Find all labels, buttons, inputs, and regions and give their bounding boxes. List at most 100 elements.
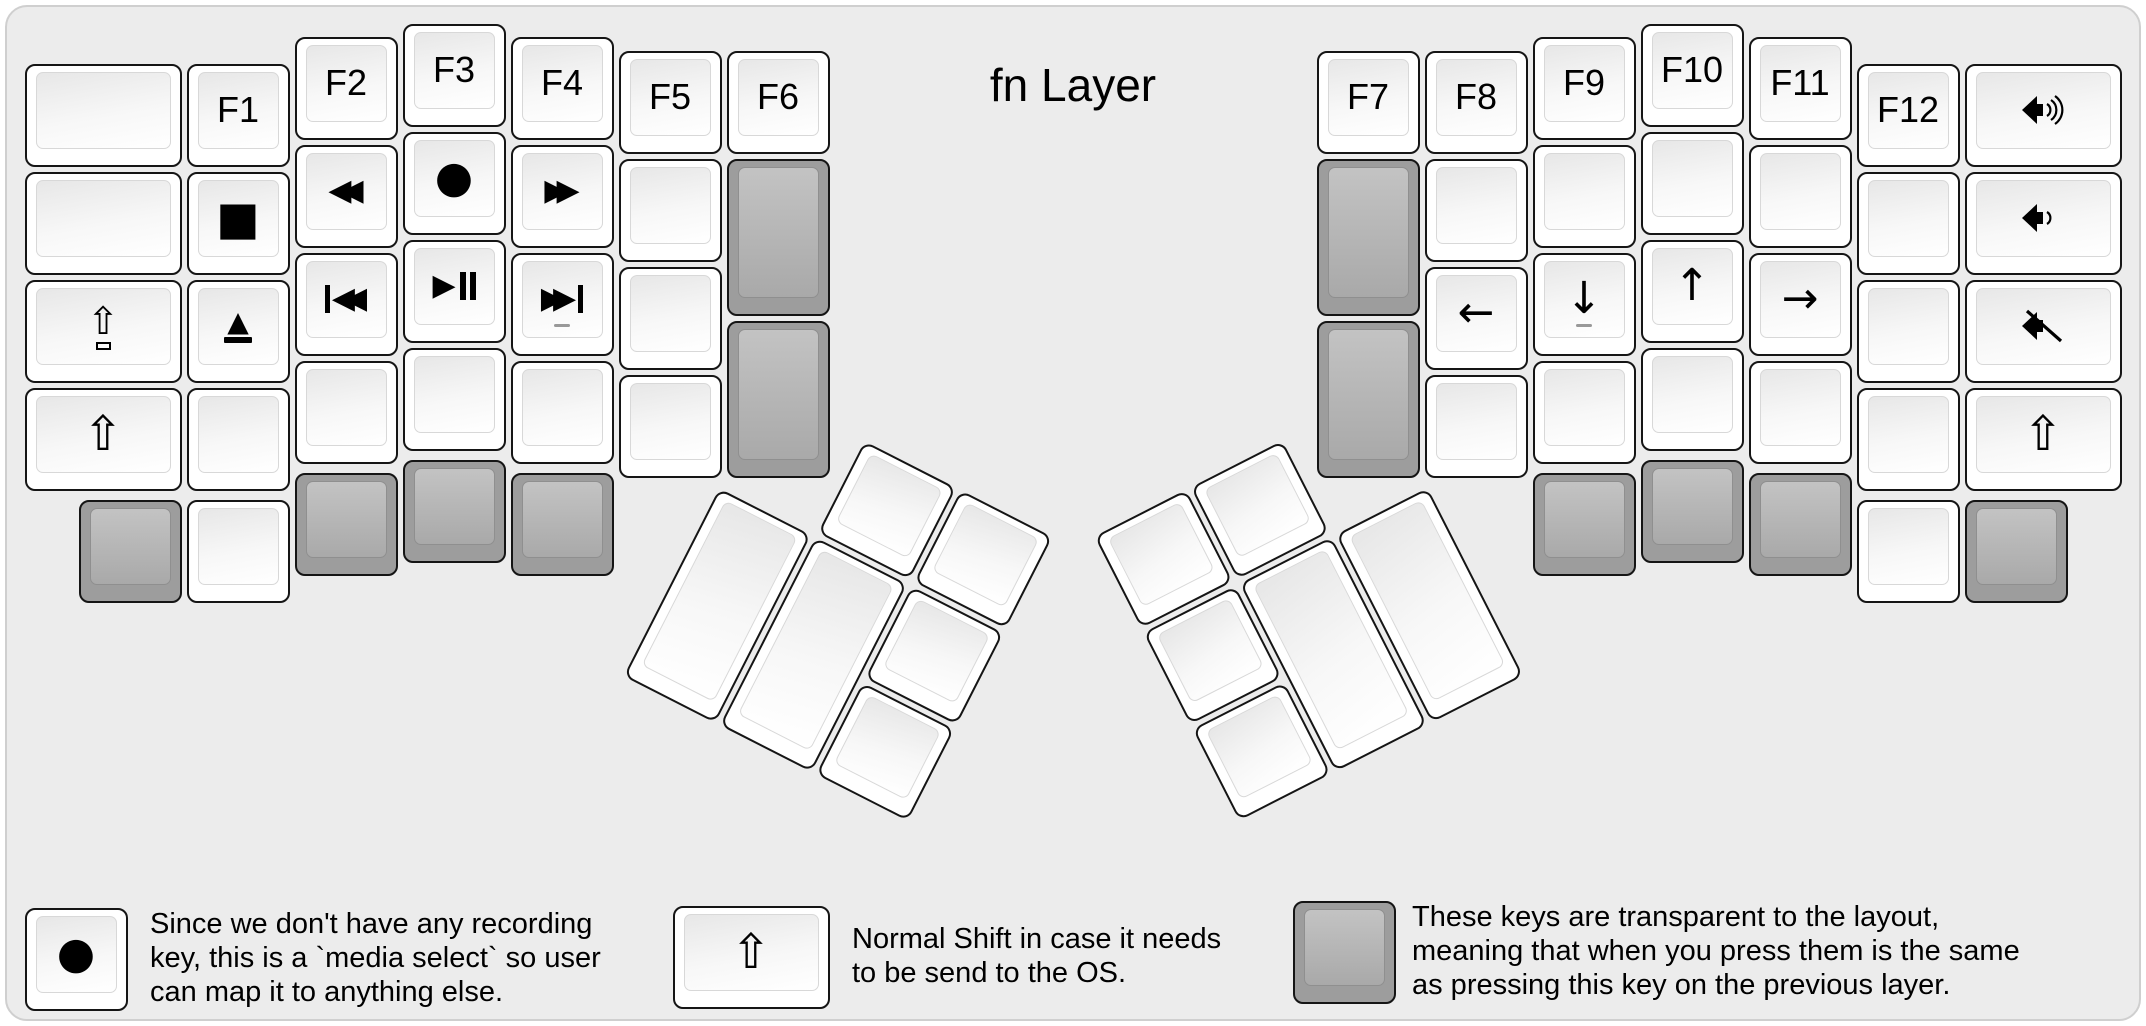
keytop: F6 bbox=[737, 58, 819, 136]
key-f8[interactable]: F8 bbox=[1424, 50, 1528, 154]
rewind-icon: ◀◀ bbox=[328, 173, 364, 208]
key-transparent[interactable] bbox=[1748, 472, 1852, 576]
key-record[interactable]: ● bbox=[402, 131, 506, 235]
key-arrow-up[interactable]: ↑ bbox=[1640, 239, 1744, 343]
keytop: F5 bbox=[629, 58, 711, 136]
key-blank[interactable] bbox=[510, 360, 614, 464]
key-blank[interactable] bbox=[618, 266, 722, 370]
key-transparent[interactable] bbox=[1640, 459, 1744, 563]
key-f11[interactable]: F11 bbox=[1748, 36, 1852, 140]
keytop bbox=[197, 507, 279, 585]
eject-icon: ▲ bbox=[224, 307, 252, 344]
key-blank[interactable] bbox=[618, 374, 722, 478]
keytop bbox=[1867, 179, 1949, 257]
legend-line: Normal Shift in case it needs bbox=[852, 923, 1222, 955]
key-blank[interactable] bbox=[1856, 279, 1960, 383]
keytop: F11 bbox=[1759, 44, 1841, 122]
keytop bbox=[413, 355, 495, 433]
key-blank[interactable] bbox=[618, 158, 722, 262]
keytop bbox=[35, 179, 171, 257]
key-blank[interactable] bbox=[1856, 499, 1960, 603]
key-blank[interactable] bbox=[1532, 360, 1636, 464]
key-blank[interactable] bbox=[1640, 347, 1744, 451]
key-caps[interactable]: ⇧ bbox=[24, 279, 182, 383]
keytop: ↑ bbox=[1651, 247, 1733, 325]
key-blank[interactable] bbox=[186, 499, 290, 603]
key-vol-up[interactable] bbox=[1964, 63, 2122, 167]
key-play-pause[interactable]: ▶ bbox=[402, 239, 506, 343]
key-transparent[interactable] bbox=[1316, 320, 1420, 478]
homing-mark bbox=[554, 323, 570, 327]
keytop: → bbox=[1759, 260, 1841, 338]
key-next-track[interactable]: ▶▶ bbox=[510, 252, 614, 356]
legend-text-3: These keys are transparent to the layout… bbox=[1412, 900, 2020, 1002]
keytop bbox=[1327, 166, 1409, 298]
key-blank[interactable] bbox=[24, 171, 182, 275]
key-transparent[interactable] bbox=[78, 499, 182, 603]
key-f12[interactable]: F12 bbox=[1856, 63, 1960, 167]
key-f6[interactable]: F6 bbox=[726, 50, 830, 154]
key-blank[interactable] bbox=[1748, 144, 1852, 248]
keytop: F1 bbox=[197, 71, 279, 149]
key-blank[interactable] bbox=[402, 347, 506, 451]
play-pause-icon: ▶ bbox=[432, 271, 476, 301]
key-f2[interactable]: F2 bbox=[294, 36, 398, 140]
key-mute[interactable] bbox=[1964, 279, 2122, 383]
key-f4[interactable]: F4 bbox=[510, 36, 614, 140]
keytop bbox=[1867, 287, 1949, 365]
key-transparent[interactable] bbox=[402, 459, 506, 563]
key-arrow-down[interactable]: ↓ bbox=[1532, 252, 1636, 356]
keytop: F10 bbox=[1651, 31, 1733, 109]
key-transparent[interactable] bbox=[294, 472, 398, 576]
mute-icon bbox=[2022, 308, 2064, 344]
key-transparent[interactable] bbox=[726, 320, 830, 478]
key-blank[interactable] bbox=[1640, 131, 1744, 235]
key-blank[interactable] bbox=[24, 63, 182, 167]
key-rewind[interactable]: ◀◀ bbox=[294, 144, 398, 248]
legend-line: as pressing this key on the previous lay… bbox=[1412, 969, 1951, 1001]
key-transparent[interactable] bbox=[1964, 499, 2068, 603]
key-label: F6 bbox=[756, 76, 799, 117]
key-label: F8 bbox=[1454, 76, 1497, 117]
key-transparent[interactable] bbox=[726, 158, 830, 316]
key-f5[interactable]: F5 bbox=[618, 50, 722, 154]
key-label: F9 bbox=[1562, 62, 1605, 103]
key-shift-left[interactable]: ⇧ bbox=[24, 387, 182, 491]
legend-line: These keys are transparent to the layout… bbox=[1412, 901, 1940, 933]
key-arrow-left[interactable]: ← bbox=[1424, 266, 1528, 370]
keytop: ▲ bbox=[197, 287, 279, 365]
key-f10[interactable]: F10 bbox=[1640, 23, 1744, 127]
key-stop[interactable]: ■ bbox=[186, 171, 290, 275]
key-transparent[interactable] bbox=[510, 472, 614, 576]
keytop bbox=[89, 507, 171, 585]
key-transparent[interactable] bbox=[1532, 472, 1636, 576]
key-vol-down[interactable] bbox=[1964, 171, 2122, 275]
key-blank[interactable] bbox=[1424, 374, 1528, 478]
legend-transparent-key bbox=[1292, 900, 1396, 1004]
key-blank[interactable] bbox=[1748, 360, 1852, 464]
key-label: F11 bbox=[1770, 62, 1830, 103]
key-f9[interactable]: F9 bbox=[1532, 36, 1636, 140]
key-shift-right[interactable]: ⇧ bbox=[1964, 387, 2122, 491]
key-label: F3 bbox=[432, 49, 475, 90]
keytop bbox=[1867, 395, 1949, 473]
keytop bbox=[413, 467, 495, 545]
keytop bbox=[1759, 368, 1841, 446]
keytop bbox=[629, 382, 711, 460]
keytop bbox=[1651, 467, 1733, 545]
key-f1[interactable]: F1 bbox=[186, 63, 290, 167]
key-transparent[interactable] bbox=[1316, 158, 1420, 316]
key-f7[interactable]: F7 bbox=[1316, 50, 1420, 154]
key-blank[interactable] bbox=[1856, 387, 1960, 491]
key-blank[interactable] bbox=[1856, 171, 1960, 275]
key-blank[interactable] bbox=[1532, 144, 1636, 248]
key-blank[interactable] bbox=[186, 387, 290, 491]
key-blank[interactable] bbox=[1424, 158, 1528, 262]
key-f3[interactable]: F3 bbox=[402, 23, 506, 127]
key-fast-forward[interactable]: ▶▶ bbox=[510, 144, 614, 248]
key-blank[interactable] bbox=[294, 360, 398, 464]
key-prev-track[interactable]: ◀◀ bbox=[294, 252, 398, 356]
key-arrow-right[interactable]: → bbox=[1748, 252, 1852, 356]
key-eject[interactable]: ▲ bbox=[186, 279, 290, 383]
